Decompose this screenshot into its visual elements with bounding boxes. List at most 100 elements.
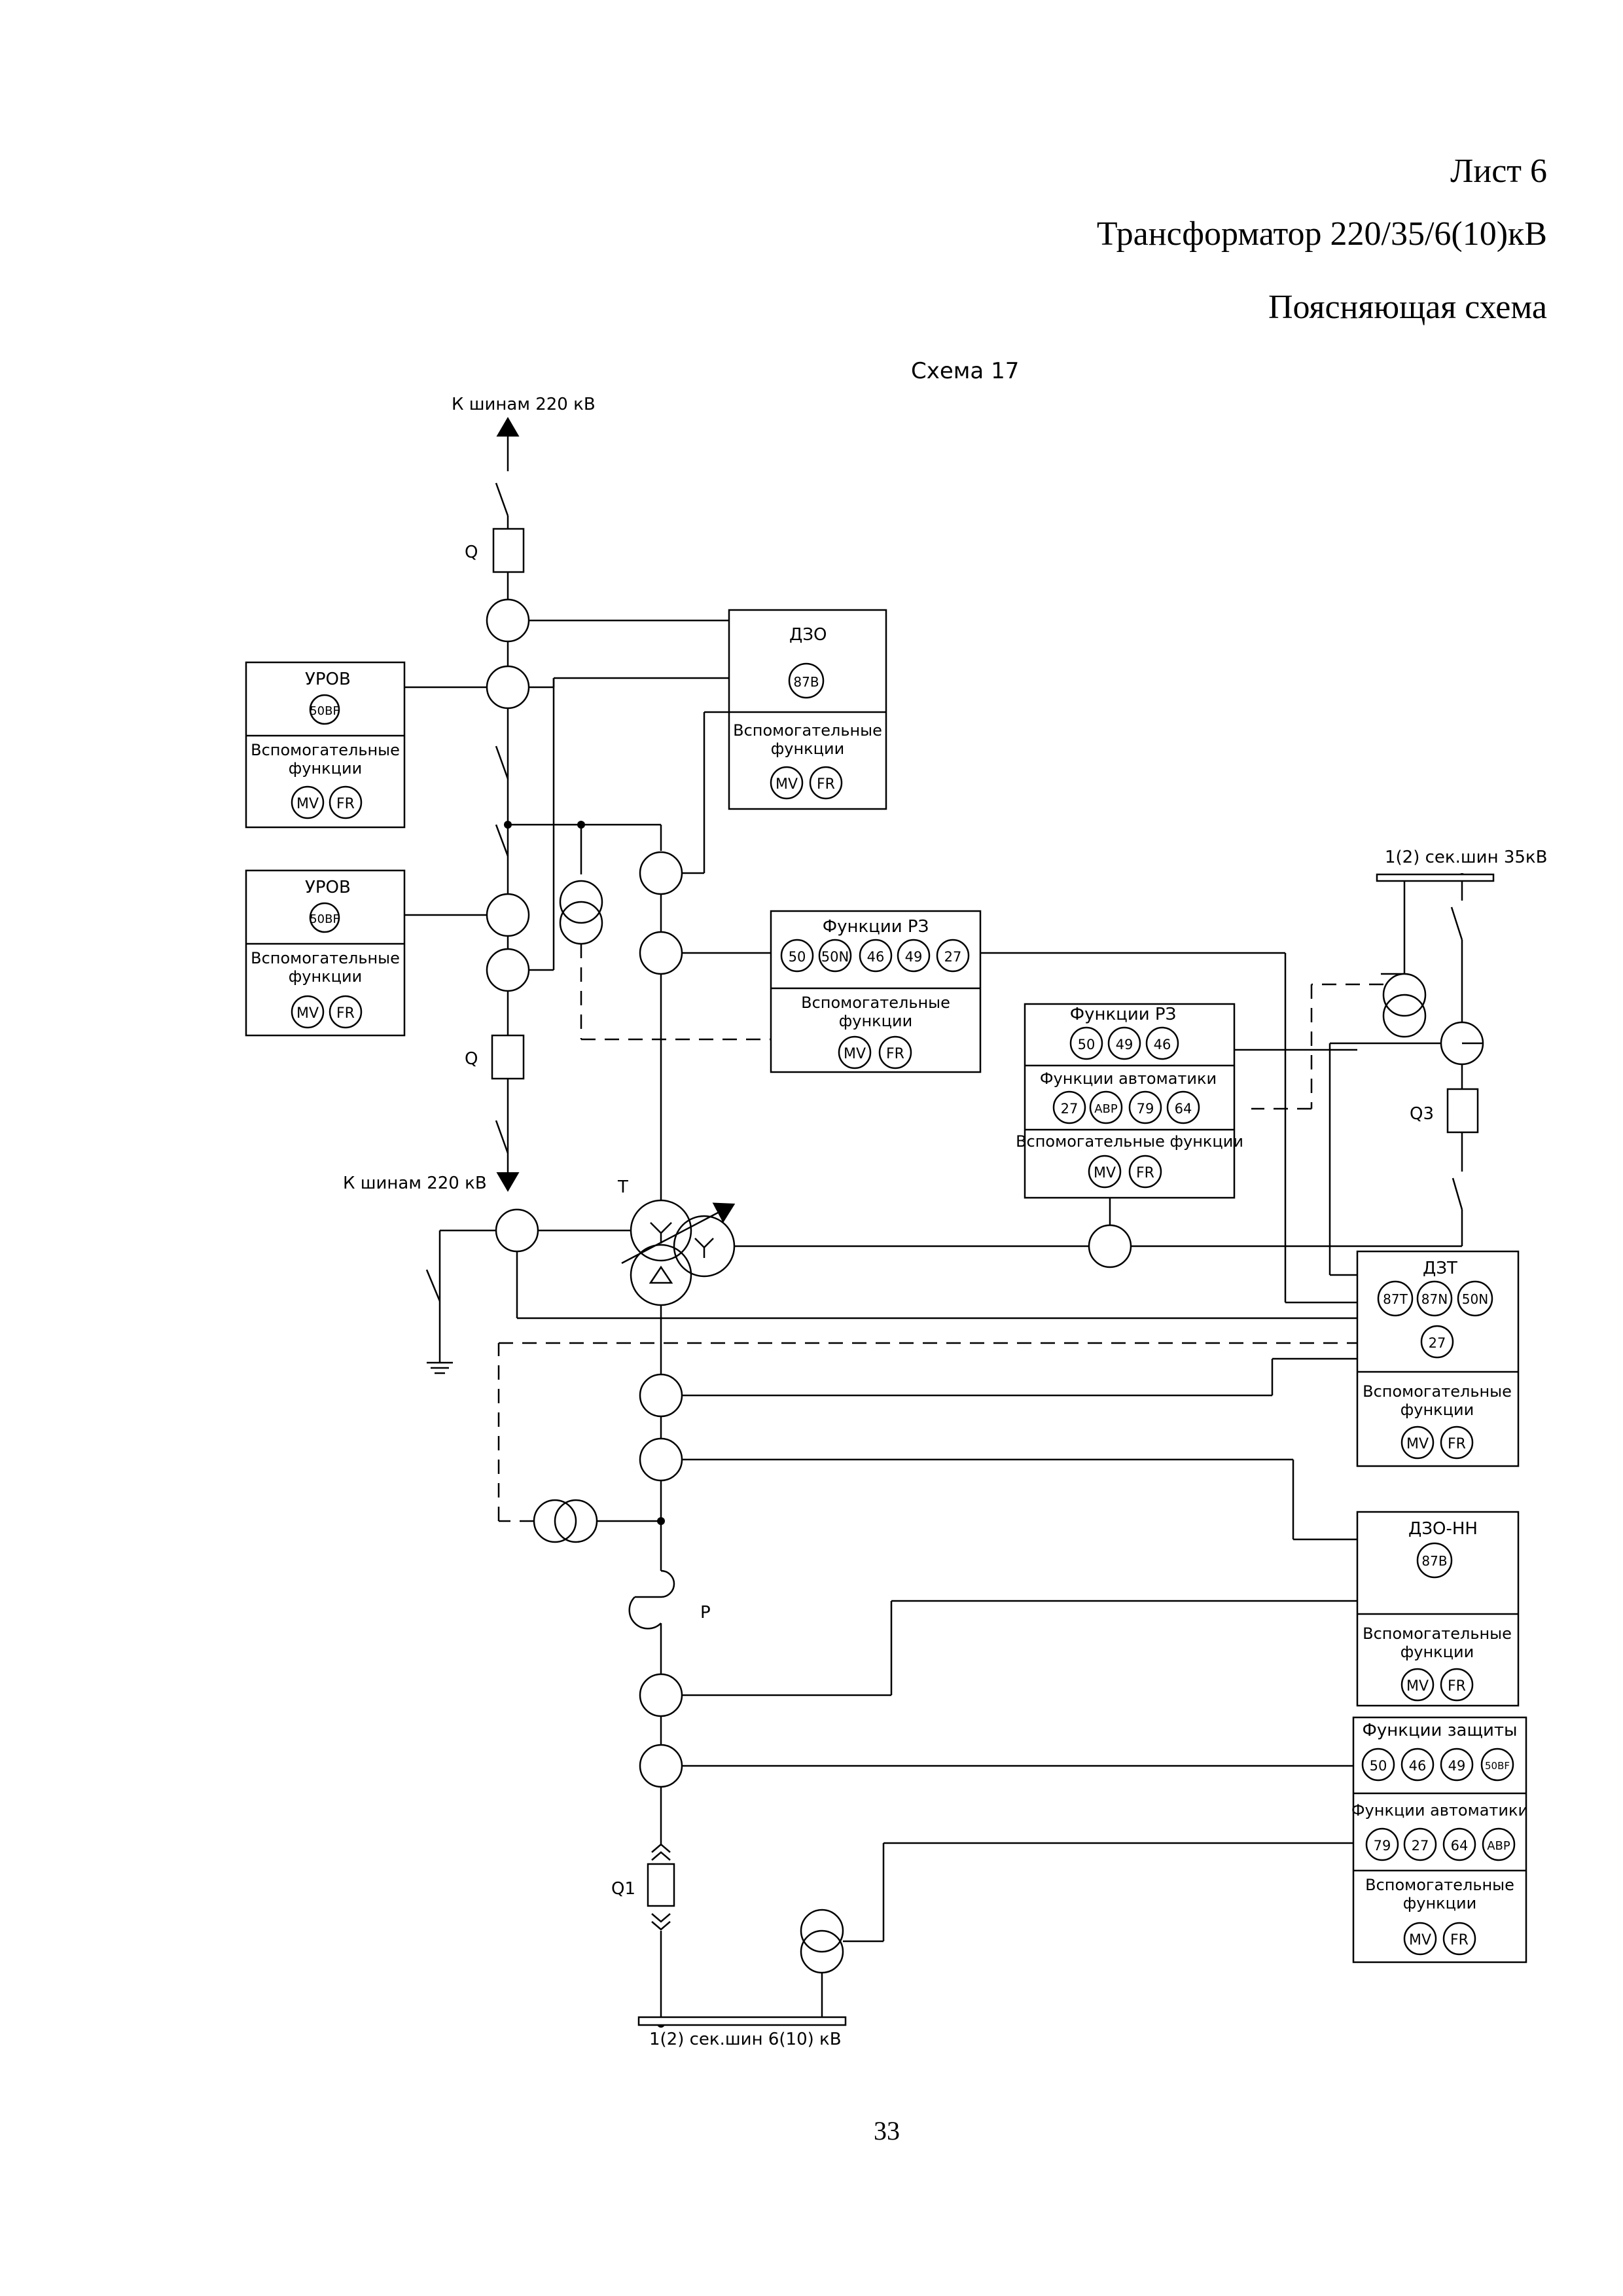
vt-35kv-bus [1382,973,1427,1038]
svg-text:ДЗО-НН: ДЗО-НН [1408,1519,1478,1539]
svg-text:64: 64 [1175,1101,1192,1117]
svg-text:27: 27 [1061,1101,1079,1117]
ct-lv-2 [639,1437,683,1482]
box-urov-1: УРОВ 50BF Вспомогательные функции MV FR [245,661,406,829]
box-lv-protection: Функции защиты 50 46 49 50BF Функции авт… [1351,1716,1528,1964]
svg-text:Функции автоматики: Функции автоматики [1351,1801,1528,1820]
svg-text:50: 50 [1370,1758,1387,1774]
svg-text:49: 49 [905,949,923,965]
box-dzt: ДЗТ 87T 87N 50N 27 Вспомогательные функц… [1356,1250,1520,1467]
label-q-mid: Q [465,1049,478,1069]
bus-35kv [1376,873,1495,882]
svg-text:46: 46 [1154,1037,1171,1052]
svg-text:50N: 50N [821,949,849,965]
vt-lv [533,1499,598,1543]
earth-icon [427,1361,453,1374]
svg-text:50BF: 50BF [310,912,340,926]
transformer-t [621,1199,736,1306]
label-q-top: Q [465,543,478,562]
svg-text:УРОВ: УРОВ [305,878,351,897]
svg-text:Функции автоматики: Функции автоматики [1040,1069,1217,1088]
svg-text:27: 27 [1412,1838,1429,1854]
svg-text:FR: FR [1450,1932,1469,1948]
svg-text:MV: MV [296,1005,319,1022]
svg-text:функции: функции [289,967,362,986]
vt-6kv-bus [800,1909,844,1974]
box-rz-hv: Функции РЗ 50 50N 46 49 27 Вспомогательн… [770,910,982,1073]
svg-text:87T: 87T [1383,1291,1408,1307]
svg-text:87B: 87B [1421,1553,1447,1569]
box-dzo: ДЗО 87B Вспомогательные функции MV FR [728,609,887,810]
hv-column: Q Q [465,417,530,1192]
svg-text:50: 50 [1078,1037,1096,1052]
svg-text:Вспомогательные: Вспомогательные [1363,1624,1512,1643]
label-t: T [617,1177,628,1197]
bus-6kv [637,2016,847,2026]
svg-text:FR: FR [817,776,835,793]
document-subtitle: Поясняющая схема [1268,289,1547,326]
svg-text:функции: функции [1400,1401,1474,1419]
svg-text:27: 27 [944,949,962,965]
left-feed-label: К шинам 220 кВ [343,1174,487,1193]
ct-hv-3 [486,893,530,937]
box-urov-2: УРОВ 50BF Вспомогательные функции MV FR [245,869,406,1037]
svg-text:Вспомогательные: Вспомогательные [251,949,400,967]
ct-t-1 [639,851,683,895]
scheme-label: Схема 17 [911,358,1019,384]
svg-text:ДЗО: ДЗО [789,625,827,645]
svg-text:50: 50 [789,949,806,965]
svg-text:функции: функции [839,1012,912,1030]
label-q1: Q1 [611,1879,635,1899]
svg-text:64: 64 [1451,1838,1469,1854]
svg-text:50N: 50N [1462,1291,1488,1307]
breaker-q3 [1446,1088,1479,1134]
svg-text:27: 27 [1429,1335,1446,1351]
svg-text:46: 46 [1409,1758,1427,1774]
svg-text:Вспомогательные: Вспомогательные [733,721,882,740]
svg-text:Функции защиты: Функции защиты [1362,1721,1517,1740]
svg-text:Вспомогательные: Вспомогательные [251,741,400,759]
ct-35-t [1088,1224,1132,1268]
svg-text:Вспомогательные: Вспомогательные [801,994,950,1012]
breaker-q-mid [491,1034,525,1080]
ct-t-2 [639,931,683,975]
vt-hv [559,880,603,945]
ct-neutral [495,1208,539,1253]
svg-text:FR: FR [1448,1678,1466,1695]
ct-hv-2 [486,665,530,709]
svg-text:Функции РЗ: Функции РЗ [1070,1005,1177,1024]
svg-text:ДЗТ: ДЗТ [1423,1259,1457,1278]
bus-6kv-label: 1(2) сек.шин 6(10) кВ [649,2030,842,2049]
svg-text:46: 46 [867,949,885,965]
svg-text:MV: MV [776,776,798,793]
svg-text:функции: функции [771,740,844,758]
svg-text:50BF: 50BF [1485,1760,1510,1772]
svg-text:49: 49 [1448,1758,1466,1774]
svg-text:MV: MV [1094,1165,1116,1181]
svg-text:MV: MV [1406,1436,1429,1452]
svg-text:АВР: АВР [1094,1102,1118,1116]
svg-text:MV: MV [1406,1678,1429,1695]
svg-text:Вспомогательные: Вспомогательные [1363,1382,1512,1401]
svg-text:FR: FR [1448,1436,1466,1452]
label-p: P [700,1603,711,1623]
svg-text:FR: FR [336,796,355,812]
ct-lv-4 [639,1744,683,1788]
ct-hv-4 [486,948,530,992]
ct-lv-1 [639,1373,683,1418]
sheet-number: Лист 6 [1450,152,1547,190]
document-title: Трансформатор 220/35/6(10)кВ [1096,215,1547,253]
svg-text:FR: FR [886,1046,904,1062]
box-rz-35: Функции РЗ 50 49 46 Функции автоматики 2… [1016,1003,1243,1199]
page-number: 33 [874,2116,900,2145]
svg-text:функции: функции [289,759,362,778]
reactor-p [660,1570,675,1598]
bus-35kv-label: 1(2) сек.шин 35кВ [1385,848,1547,867]
svg-text:АВР: АВР [1487,1839,1510,1853]
svg-text:функции: функции [1400,1643,1474,1661]
svg-text:FR: FR [1136,1165,1154,1181]
svg-text:УРОВ: УРОВ [305,670,351,689]
svg-text:50BF: 50BF [310,704,340,718]
svg-text:79: 79 [1374,1838,1391,1854]
